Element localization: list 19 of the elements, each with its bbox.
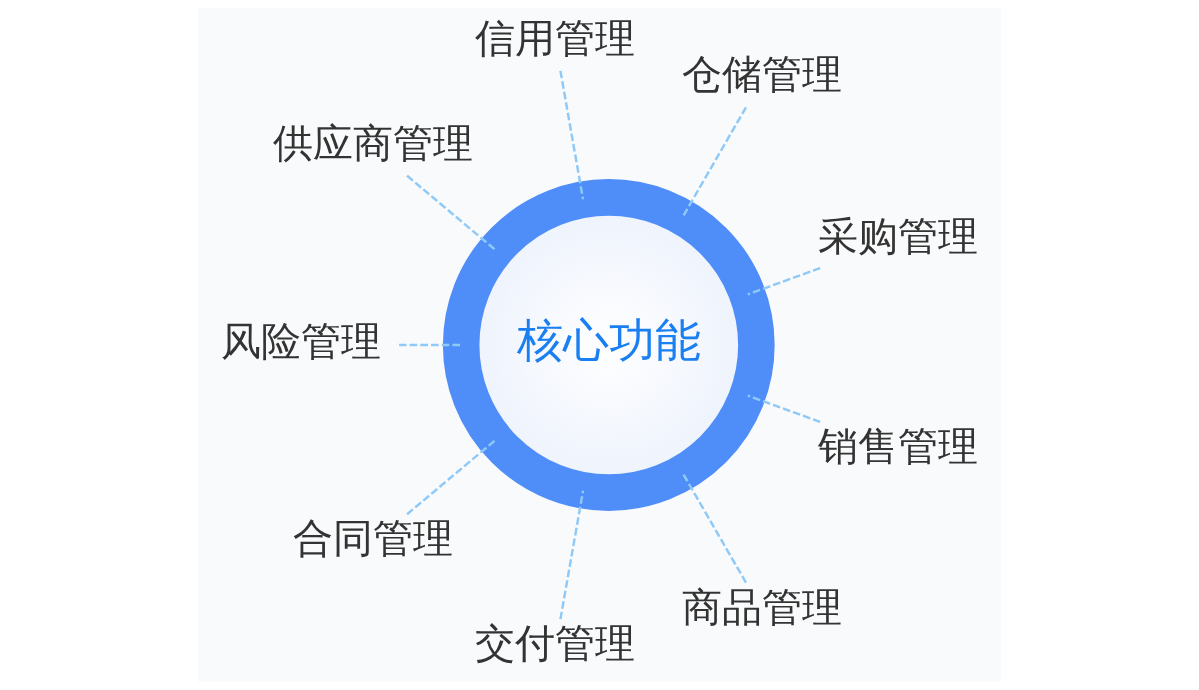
connector <box>681 106 747 218</box>
connector <box>559 70 585 200</box>
node-text: 供应商管理 <box>273 120 474 167</box>
connector <box>747 394 821 424</box>
node-text: 交付管理 <box>475 620 636 667</box>
node-text: 商品管理 <box>682 583 843 630</box>
connector <box>559 490 585 620</box>
connector <box>406 439 497 516</box>
node-text: 仓储管理 <box>682 51 843 98</box>
connector <box>681 472 747 584</box>
node-text: 信用管理 <box>475 14 636 61</box>
node-text: 风险管理 <box>221 317 382 364</box>
node-text: 合同管理 <box>293 515 454 562</box>
node-text: 采购管理 <box>817 212 978 259</box>
node-circle: 核心功能 <box>442 179 775 511</box>
connector <box>747 266 821 296</box>
node-text: 销售管理 <box>817 422 978 469</box>
connector <box>406 174 497 251</box>
connector <box>399 343 461 347</box>
